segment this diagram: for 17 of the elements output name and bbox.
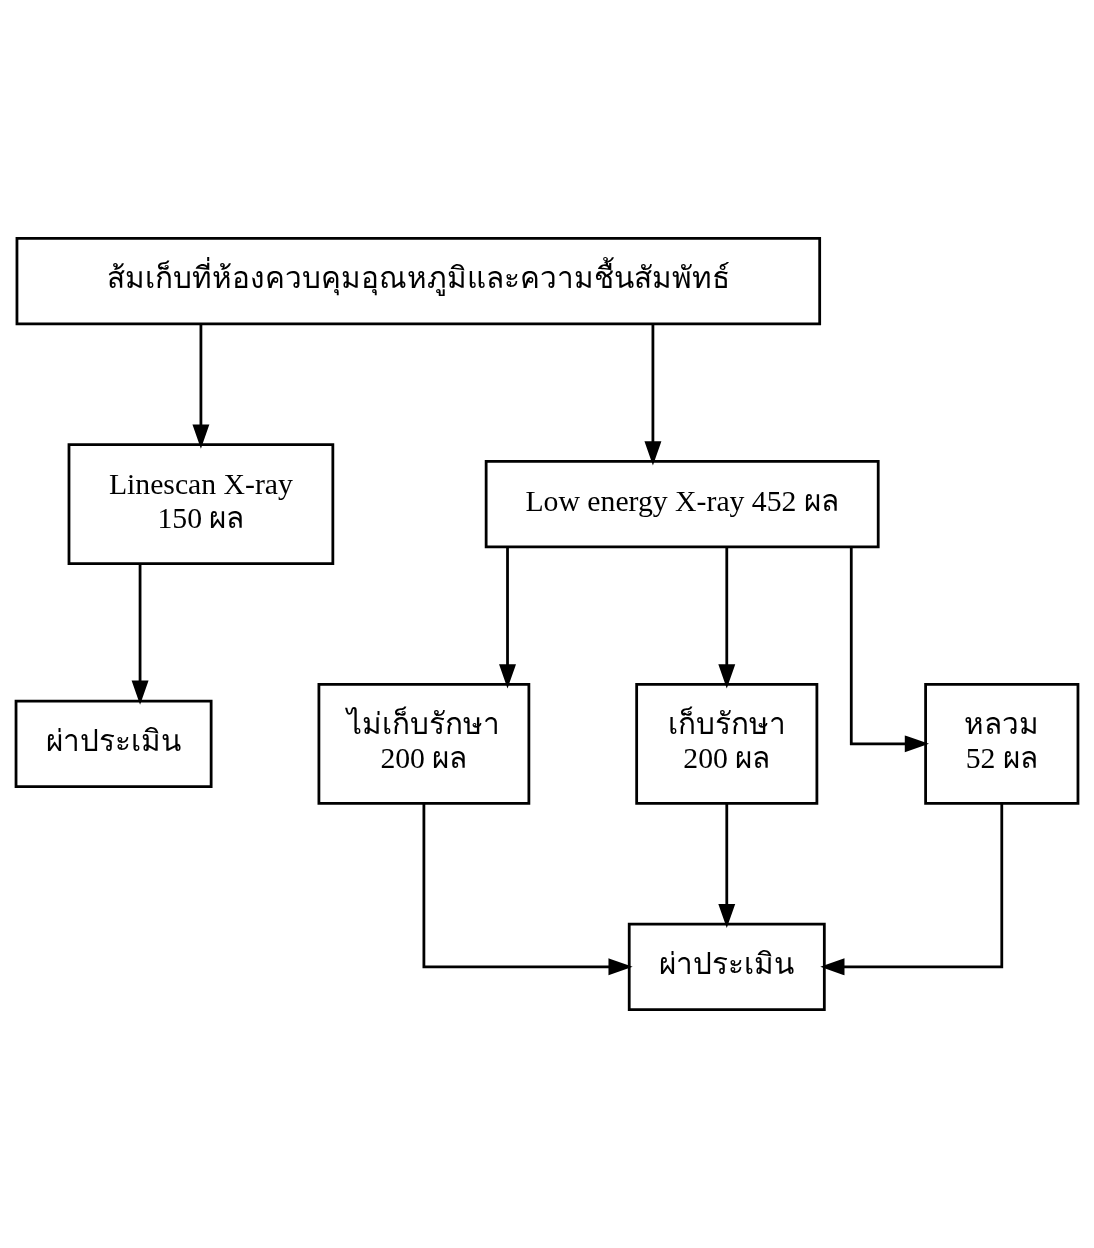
node-box: ผ่าประเมิน — [14, 699, 213, 788]
arrow — [820, 803, 1004, 976]
node-box: Linescan X-ray 150 ผล — [67, 443, 335, 565]
node-box: ไม่เก็บรักษา 200 ผล — [317, 683, 531, 805]
arrow — [499, 547, 516, 689]
node-box: หลวม 52 ผล — [924, 683, 1080, 805]
node-box: ผ่าประเมิน — [627, 922, 826, 1011]
arrow — [131, 564, 149, 705]
arrow — [718, 803, 736, 929]
node-box: Low energy X-ray 452 ผล — [484, 460, 880, 549]
arrow — [718, 547, 736, 689]
node-box: ส้มเก็บที่ห้องควบคุมอุณหภูมิและความชื้นสัมพัทธ์ — [15, 237, 822, 326]
node-box: เก็บรักษา 200 ผล — [635, 683, 819, 805]
arrow — [422, 803, 633, 976]
arrow — [192, 324, 210, 449]
arrow — [849, 547, 929, 753]
arrow — [644, 324, 662, 466]
